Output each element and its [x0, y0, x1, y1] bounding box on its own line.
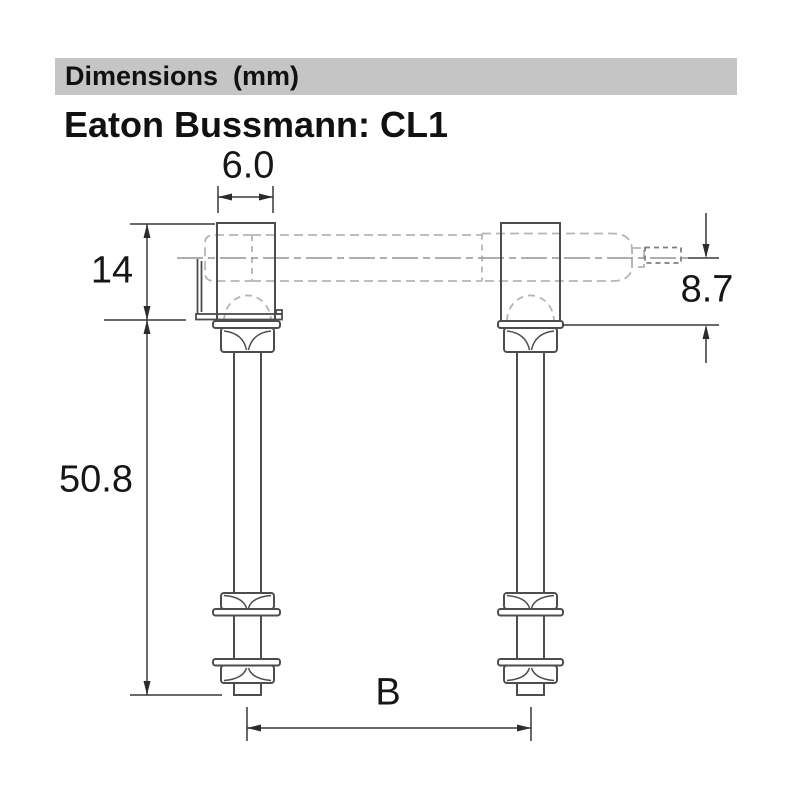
dim-8-7-label: 8.7	[680, 268, 734, 311]
dimension-8-7	[563, 213, 719, 363]
dim-b-label: B	[375, 671, 401, 714]
terminal-tip-dashed	[644, 246, 682, 264]
dimension-b	[246, 707, 532, 741]
dimension-14-and-50-8	[104, 223, 222, 696]
left-fuse-clip	[212, 222, 281, 696]
page-title: Eaton Bussmann: CL1	[64, 104, 449, 145]
dim-14-label: 14	[90, 249, 134, 292]
fuse-barrel-hidden-outline	[204, 232, 645, 322]
dimension-6-0	[217, 186, 274, 213]
dim-6-0-label: 6.0	[221, 144, 275, 187]
section-header-label: Dimensions (mm)	[65, 61, 300, 91]
section-header-bar: Dimensions (mm)	[55, 58, 737, 95]
right-fuse-clip	[497, 222, 564, 696]
dim-50-8-label: 50.8	[59, 458, 133, 501]
